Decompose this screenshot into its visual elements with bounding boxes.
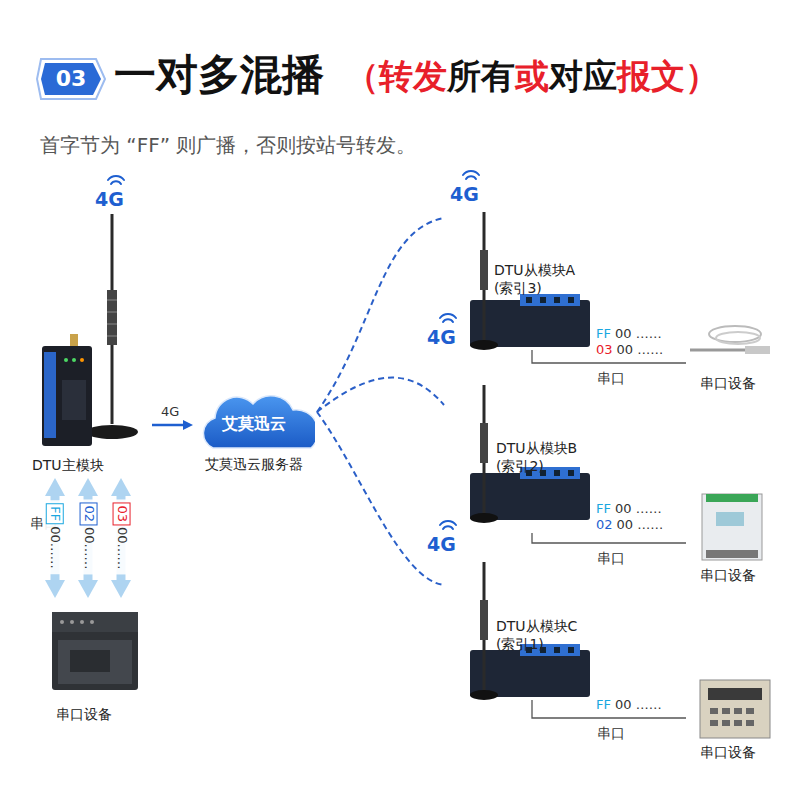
slave-module (470, 212, 590, 700)
edge-label-holder: 串口 (597, 725, 625, 743)
subtitle-part: 报文 (617, 56, 685, 97)
cloud-name: 艾莫迅云 (193, 414, 315, 433)
text-row: FF00 …… (594, 326, 664, 342)
text-row: FF00 …… (594, 501, 664, 517)
device-label: 串口设备 (700, 567, 774, 585)
text-row: （转发所有或对应报文） (345, 56, 719, 97)
packet-text: FF (46, 503, 64, 524)
device-node: 串口设备 (38, 598, 142, 726)
label-holder: 4G (427, 533, 456, 555)
packet-group: 0300…… (111, 499, 131, 574)
plc-device (52, 612, 138, 690)
packet-text: 00 …… (613, 501, 664, 517)
packet-text: 00…… (80, 525, 96, 572)
title-text: 一对多混播 (114, 50, 324, 100)
device-node: 串口设备 (686, 318, 778, 396)
wireless-link (317, 378, 444, 412)
subtitle-part: 对应 (549, 56, 617, 97)
signal-icon (108, 171, 479, 529)
network-icon: 4G (450, 183, 479, 205)
packet-text: FF (594, 697, 613, 713)
uplink-arrow (152, 424, 183, 427)
packet-text: FF (594, 501, 613, 517)
device-node: DTU从模块A (索引3) (444, 208, 592, 350)
step-badge: 03 (36, 58, 108, 102)
module-label: DTU从模块C (索引1) (496, 618, 588, 653)
network-icon: 4G (427, 533, 456, 555)
label-holder: 首字节为 “FF” 则广播，否则按站号转发。 (40, 132, 416, 159)
device-node: DTU从模块B (索引2) (444, 395, 592, 533)
edge-label-holder: 串口 (597, 550, 625, 568)
text-row: FF00 …… (594, 697, 664, 713)
device-node: 串口设备 (686, 490, 778, 588)
packet-text: 00…… (113, 525, 129, 572)
title-holder: 一对多混播 (114, 50, 324, 100)
device-label: 串口设备 (700, 744, 774, 762)
subtitle-part: （ (345, 56, 379, 97)
module-label: DTU从模块B (索引2) (496, 440, 588, 475)
edge-label: 串口 (597, 725, 625, 743)
packet-text: 00 …… (613, 326, 664, 342)
text-row: 0200 …… (594, 517, 665, 533)
label-holder: 4G (95, 188, 124, 210)
subtitle-part: 或 (515, 56, 549, 97)
device-label: 串口设备 (56, 706, 136, 724)
subtitle-part: ） (685, 56, 719, 97)
weighing-indicator (700, 680, 770, 738)
packet-group: FF00…… (45, 500, 65, 574)
label-holder: 串口 (30, 516, 44, 531)
temperature-probe (690, 326, 770, 354)
packet-text: 03 (594, 342, 615, 358)
edge-label: 串口 (597, 550, 625, 568)
module-label: DTU从模块A (索引3) (494, 262, 586, 297)
text-row: 0300 …… (594, 342, 665, 358)
badge-outline (37, 59, 105, 99)
packet-text: 00 …… (615, 342, 666, 358)
label-holder: 4G (450, 183, 479, 205)
network-icon: 4G (95, 188, 124, 210)
subtitle-part: 所有 (447, 56, 515, 97)
device-node: DTU主模块 (28, 335, 152, 478)
packet-text: 00…… (47, 524, 63, 571)
subtitle-part: 转发 (379, 56, 447, 97)
edge-label-holder: 串口 (597, 370, 625, 388)
description: 首字节为 “FF” 则广播，否则按站号转发。 (40, 132, 416, 159)
network-icon: 4G (427, 326, 456, 348)
edge-label: 4G (160, 404, 180, 419)
device-node: 串口设备 (686, 676, 780, 766)
master-antenna (86, 214, 138, 439)
port-label: 串口 (30, 516, 44, 531)
device-label: DTU主模块 (32, 457, 132, 475)
device-node: DTU从模块C (索引1) (444, 575, 592, 700)
master-dtu (42, 334, 92, 446)
power-meter (702, 494, 762, 560)
packet-text: 02 (79, 502, 97, 525)
packet-text: 02 (594, 517, 615, 533)
badge-number: 03 (36, 58, 106, 100)
wireless-link (317, 218, 444, 412)
cloud-node: 艾莫迅云艾莫迅云服务器 (193, 390, 317, 478)
label-holder: 4G (427, 326, 456, 348)
wireless-link (317, 412, 444, 585)
packet-text: 00 …… (615, 517, 666, 533)
cloud-caption: 艾莫迅云服务器 (193, 456, 315, 474)
packet-text: 00 …… (613, 697, 664, 713)
packet-text: 03 (112, 502, 130, 525)
packet-group: 0200…… (78, 499, 98, 574)
edge-label-holder: 4G (160, 404, 180, 419)
packet-text: FF (594, 326, 613, 342)
edge-label: 串口 (597, 370, 625, 388)
serial-wire (532, 533, 686, 543)
device-label: 串口设备 (700, 375, 774, 393)
